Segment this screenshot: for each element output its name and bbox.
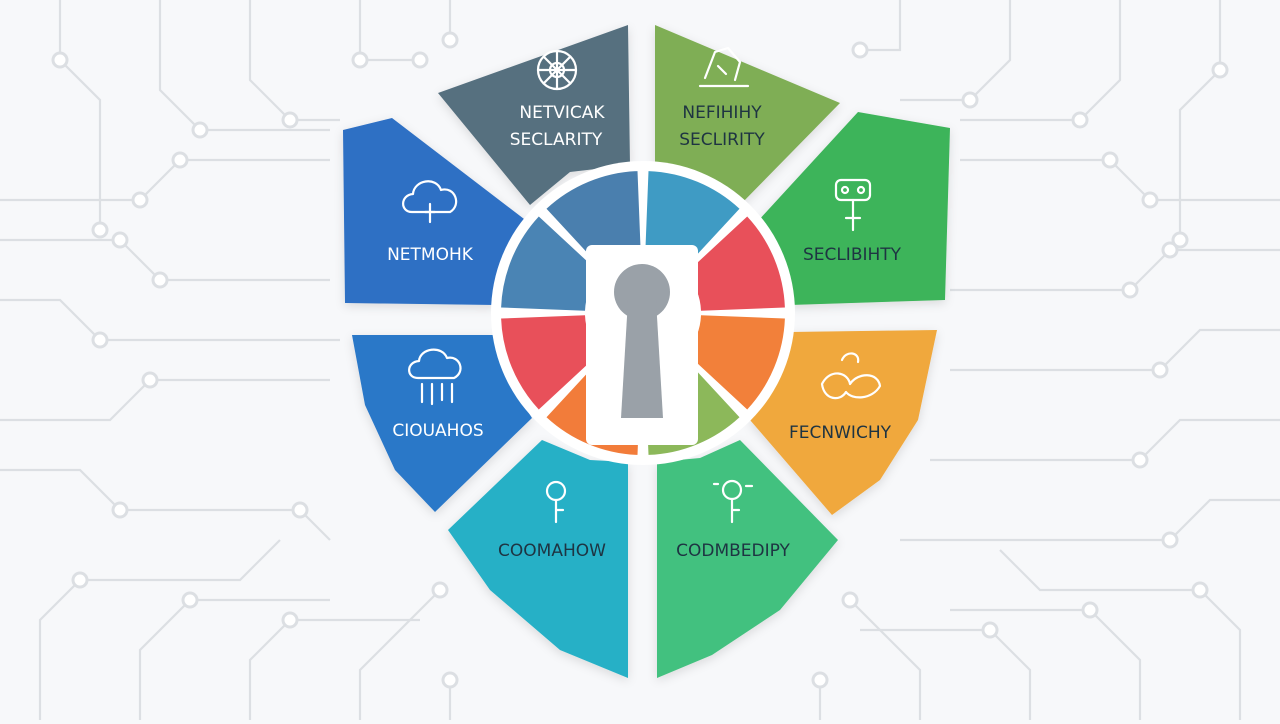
circuit-trace: [138, 598, 330, 720]
circuit-node: [1101, 151, 1119, 169]
circuit-trace: [849, 599, 922, 720]
circuit-trace: [358, 0, 420, 62]
label-top-right-line1: NEFIHIHY: [682, 103, 762, 123]
circuit-node: [131, 191, 149, 209]
robot-key-icon: [834, 178, 872, 232]
circuit-trace: [999, 549, 1242, 720]
segment-right-lower: [750, 330, 937, 515]
circuit-node: [171, 151, 189, 169]
circuit-trace: [158, 0, 330, 132]
label-top-right-line2: SECLIRITY: [679, 130, 765, 150]
circuit-node: [1151, 361, 1169, 379]
handshake-icon: [820, 352, 882, 400]
circuit-trace: [860, 628, 1032, 720]
circuit-trace: [0, 238, 330, 282]
circuit-trace: [248, 618, 420, 720]
circuit-node: [1191, 581, 1209, 599]
ring-wedge-bottom-left: [501, 315, 601, 410]
label-top-left-line2: SECLARITY: [510, 130, 603, 150]
circuit-node: [811, 671, 829, 689]
circuit-node: [281, 611, 299, 629]
hand-shield-icon: [698, 46, 750, 88]
segment-left-lower: [352, 335, 532, 512]
label-right-lower: FECNWICHY: [789, 423, 892, 443]
circuit-nodes: [51, 31, 1229, 689]
label-bottom-left: COOMAHOW: [498, 541, 606, 561]
circuit-trace: [900, 0, 1012, 102]
label-bottom-right: CODMBEDIPY: [676, 541, 790, 561]
circuit-node: [961, 91, 979, 109]
ring-wedge-left-lower: [501, 216, 601, 311]
circuit-node: [91, 221, 109, 239]
key-icon: [545, 480, 567, 524]
circuit-trace: [358, 589, 441, 720]
circuit-trace: [960, 158, 1280, 202]
circuit-node: [1081, 601, 1099, 619]
segment-bottom-left: [448, 440, 628, 678]
circuit-node: [1161, 531, 1179, 549]
circuit-node: [441, 671, 459, 689]
segment-top-left: [438, 25, 630, 205]
circuit-node: [141, 371, 159, 389]
circuit-trace: [950, 248, 1280, 292]
circuit-node: [111, 231, 129, 249]
circuit-trace: [860, 0, 902, 52]
circuit-node: [191, 121, 209, 139]
circuit-node: [441, 31, 459, 49]
circuit-node: [1161, 241, 1179, 259]
ring-wedge-right-upper: [685, 315, 785, 410]
circuit-node: [1071, 111, 1089, 129]
circuit-node: [1211, 61, 1229, 79]
keyhole-icon: [586, 245, 698, 445]
circuit-node: [181, 591, 199, 609]
circuit-node: [351, 51, 369, 69]
ring-wedge-top-right: [685, 216, 785, 311]
circuit-node: [1131, 451, 1149, 469]
globe-icon: [536, 49, 578, 91]
circuit-node: [71, 571, 89, 589]
circuit-trace: [950, 608, 1142, 720]
circuit-node: [411, 51, 429, 69]
circuit-node: [841, 591, 859, 609]
circuit-trace: [930, 418, 1280, 462]
cloud-rain-icon: [408, 348, 462, 406]
circuit-trace: [950, 328, 1280, 372]
label-left-upper: NETMOHK: [387, 245, 474, 265]
key-circuit-icon: [712, 479, 754, 524]
circuit-trace: [1178, 0, 1222, 240]
circuit-trace: [960, 0, 1122, 122]
circuit-trace: [0, 158, 330, 202]
label-right-upper: SECLIBIHTY: [803, 245, 902, 265]
label-top-left-line1: NETVICAK: [519, 103, 605, 123]
circuit-node: [111, 501, 129, 519]
circuit-node: [1171, 231, 1189, 249]
circuit-trace: [248, 0, 340, 122]
circuit-node: [851, 41, 869, 59]
circuit-node: [51, 51, 69, 69]
label-left-lower: CIOUAHOS: [392, 421, 483, 441]
circuit-node: [1121, 281, 1139, 299]
circuit-trace: [0, 378, 330, 422]
segment-top-right: [655, 25, 840, 205]
circuit-node: [281, 111, 299, 129]
segment-bottom-right: [657, 440, 838, 678]
circuit-node: [431, 581, 449, 599]
circuit-node: [1141, 191, 1159, 209]
circuit-trace: [58, 0, 102, 230]
circuit-node: [91, 331, 109, 349]
circuit-trace: [0, 468, 331, 541]
circuit-node: [151, 271, 169, 289]
cloud-lock-icon: [402, 180, 458, 224]
circuit-node: [981, 621, 999, 639]
circuit-trace: [0, 298, 340, 342]
circuit-node: [291, 501, 309, 519]
circuit-trace: [900, 498, 1280, 542]
